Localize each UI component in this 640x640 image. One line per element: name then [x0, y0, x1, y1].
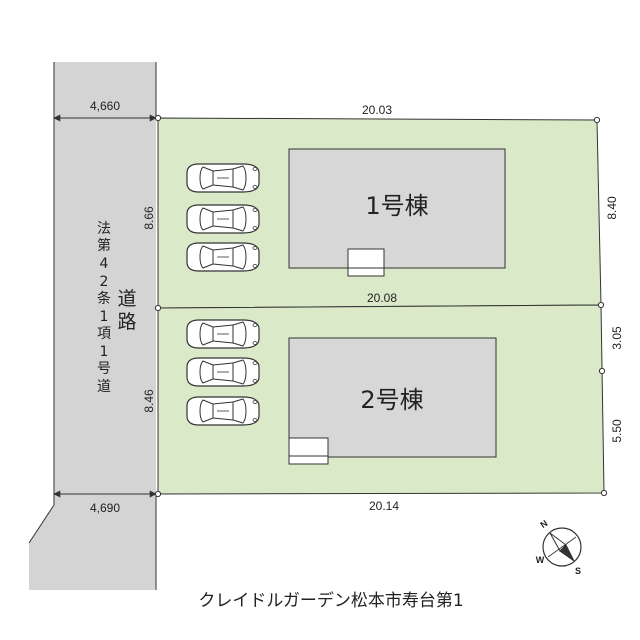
svg-text:1: 1	[100, 309, 109, 325]
compass-north: N	[538, 518, 549, 530]
svg-text:項: 項	[97, 326, 111, 342]
boundary-posts	[154, 114, 608, 498]
lot-1-right-dim: 8.40	[605, 196, 619, 220]
svg-text:路: 路	[117, 311, 136, 333]
svg-text:道: 道	[117, 288, 136, 310]
lot-1-left-dim: 8.66	[142, 206, 156, 230]
compass-west: W	[536, 555, 545, 565]
lot-2-right-lower-dim: 5.50	[610, 419, 624, 443]
lot-2-top-dim: 20.08	[367, 291, 397, 305]
road-shape	[54, 62, 156, 590]
road-corner	[29, 505, 54, 590]
car-5	[186, 357, 260, 387]
svg-text:法: 法	[97, 221, 111, 237]
building-2-label: 2号棟	[360, 386, 423, 414]
car-4	[186, 319, 260, 349]
svg-text:条: 条	[97, 290, 111, 307]
lot-2-bottom-dim: 20.14	[369, 499, 399, 513]
compass-icon: N W S	[536, 518, 582, 576]
lot-2-left-dim: 8.46	[142, 389, 156, 413]
building-1	[288, 148, 506, 269]
road-width-top: 4,660	[90, 99, 120, 113]
road-label-vertical: 法 第 4 2 条 1 項 1 号 道	[97, 221, 111, 395]
car-6	[186, 396, 260, 426]
road-width-bottom: 4,690	[90, 501, 120, 515]
building-1-entrance	[347, 248, 385, 277]
lot-1-top-dim: 20.03	[362, 103, 392, 117]
svg-text:号: 号	[97, 361, 111, 377]
svg-text:2: 2	[100, 274, 109, 290]
road-label-big: 道 路	[117, 288, 136, 333]
car-3	[186, 242, 260, 272]
car-1	[186, 163, 260, 193]
svg-text:1: 1	[100, 344, 109, 360]
car-2	[186, 204, 260, 234]
svg-text:第: 第	[97, 237, 111, 254]
building-2	[288, 337, 497, 458]
project-caption: クレイドルガーデン松本市寿台第1	[198, 590, 463, 611]
compass-south: S	[575, 566, 581, 576]
lot-2-right-upper-dim: 3.05	[610, 326, 624, 350]
building-1-label: 1号棟	[365, 192, 428, 220]
svg-text:道: 道	[97, 379, 111, 395]
building-2-entrance	[288, 437, 329, 465]
svg-text:4: 4	[100, 256, 109, 272]
